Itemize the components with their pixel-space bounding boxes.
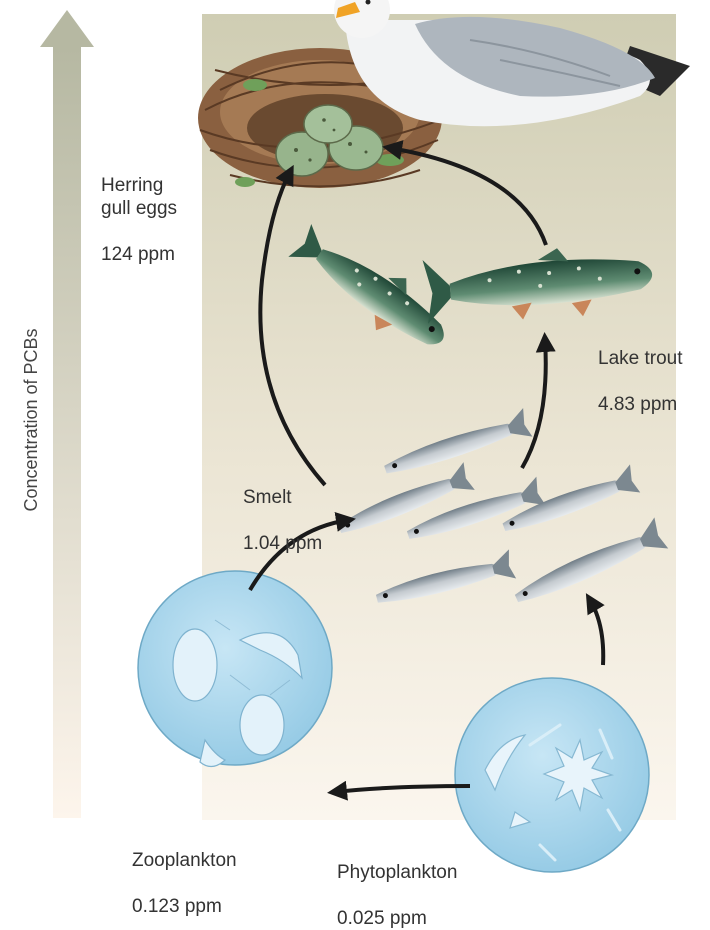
ppm-value: 1.04 ppm (243, 533, 322, 554)
concentration-axis-arrow (40, 10, 94, 818)
organism-name: Phytoplankton (337, 862, 457, 883)
phytoplankton-label: Phytoplankton 0.025 ppm (337, 838, 457, 930)
axis-label: Concentration of PCBs (21, 270, 45, 570)
food-chain-diagram (0, 0, 710, 882)
ppm-value: 4.83 ppm (598, 394, 677, 415)
organism-name: Lake trout (598, 348, 683, 369)
organism-name: Smelt (243, 487, 292, 508)
organism-name: Herring gull eggs (101, 175, 177, 219)
smelt-label: Smelt 1.04 ppm (243, 463, 322, 555)
zooplankton-label: Zooplankton 0.123 ppm (132, 826, 237, 918)
zooplankton-icon (138, 571, 332, 767)
herring-gull-label: Herring gull eggs 124 ppm (101, 151, 177, 266)
lake-trout-label: Lake trout 4.83 ppm (598, 324, 683, 416)
ppm-value: 0.025 ppm (337, 908, 427, 929)
ppm-value: 124 ppm (101, 244, 175, 265)
phytoplankton-icon (455, 678, 649, 872)
ppm-value: 0.123 ppm (132, 896, 222, 917)
organism-name: Zooplankton (132, 850, 237, 871)
